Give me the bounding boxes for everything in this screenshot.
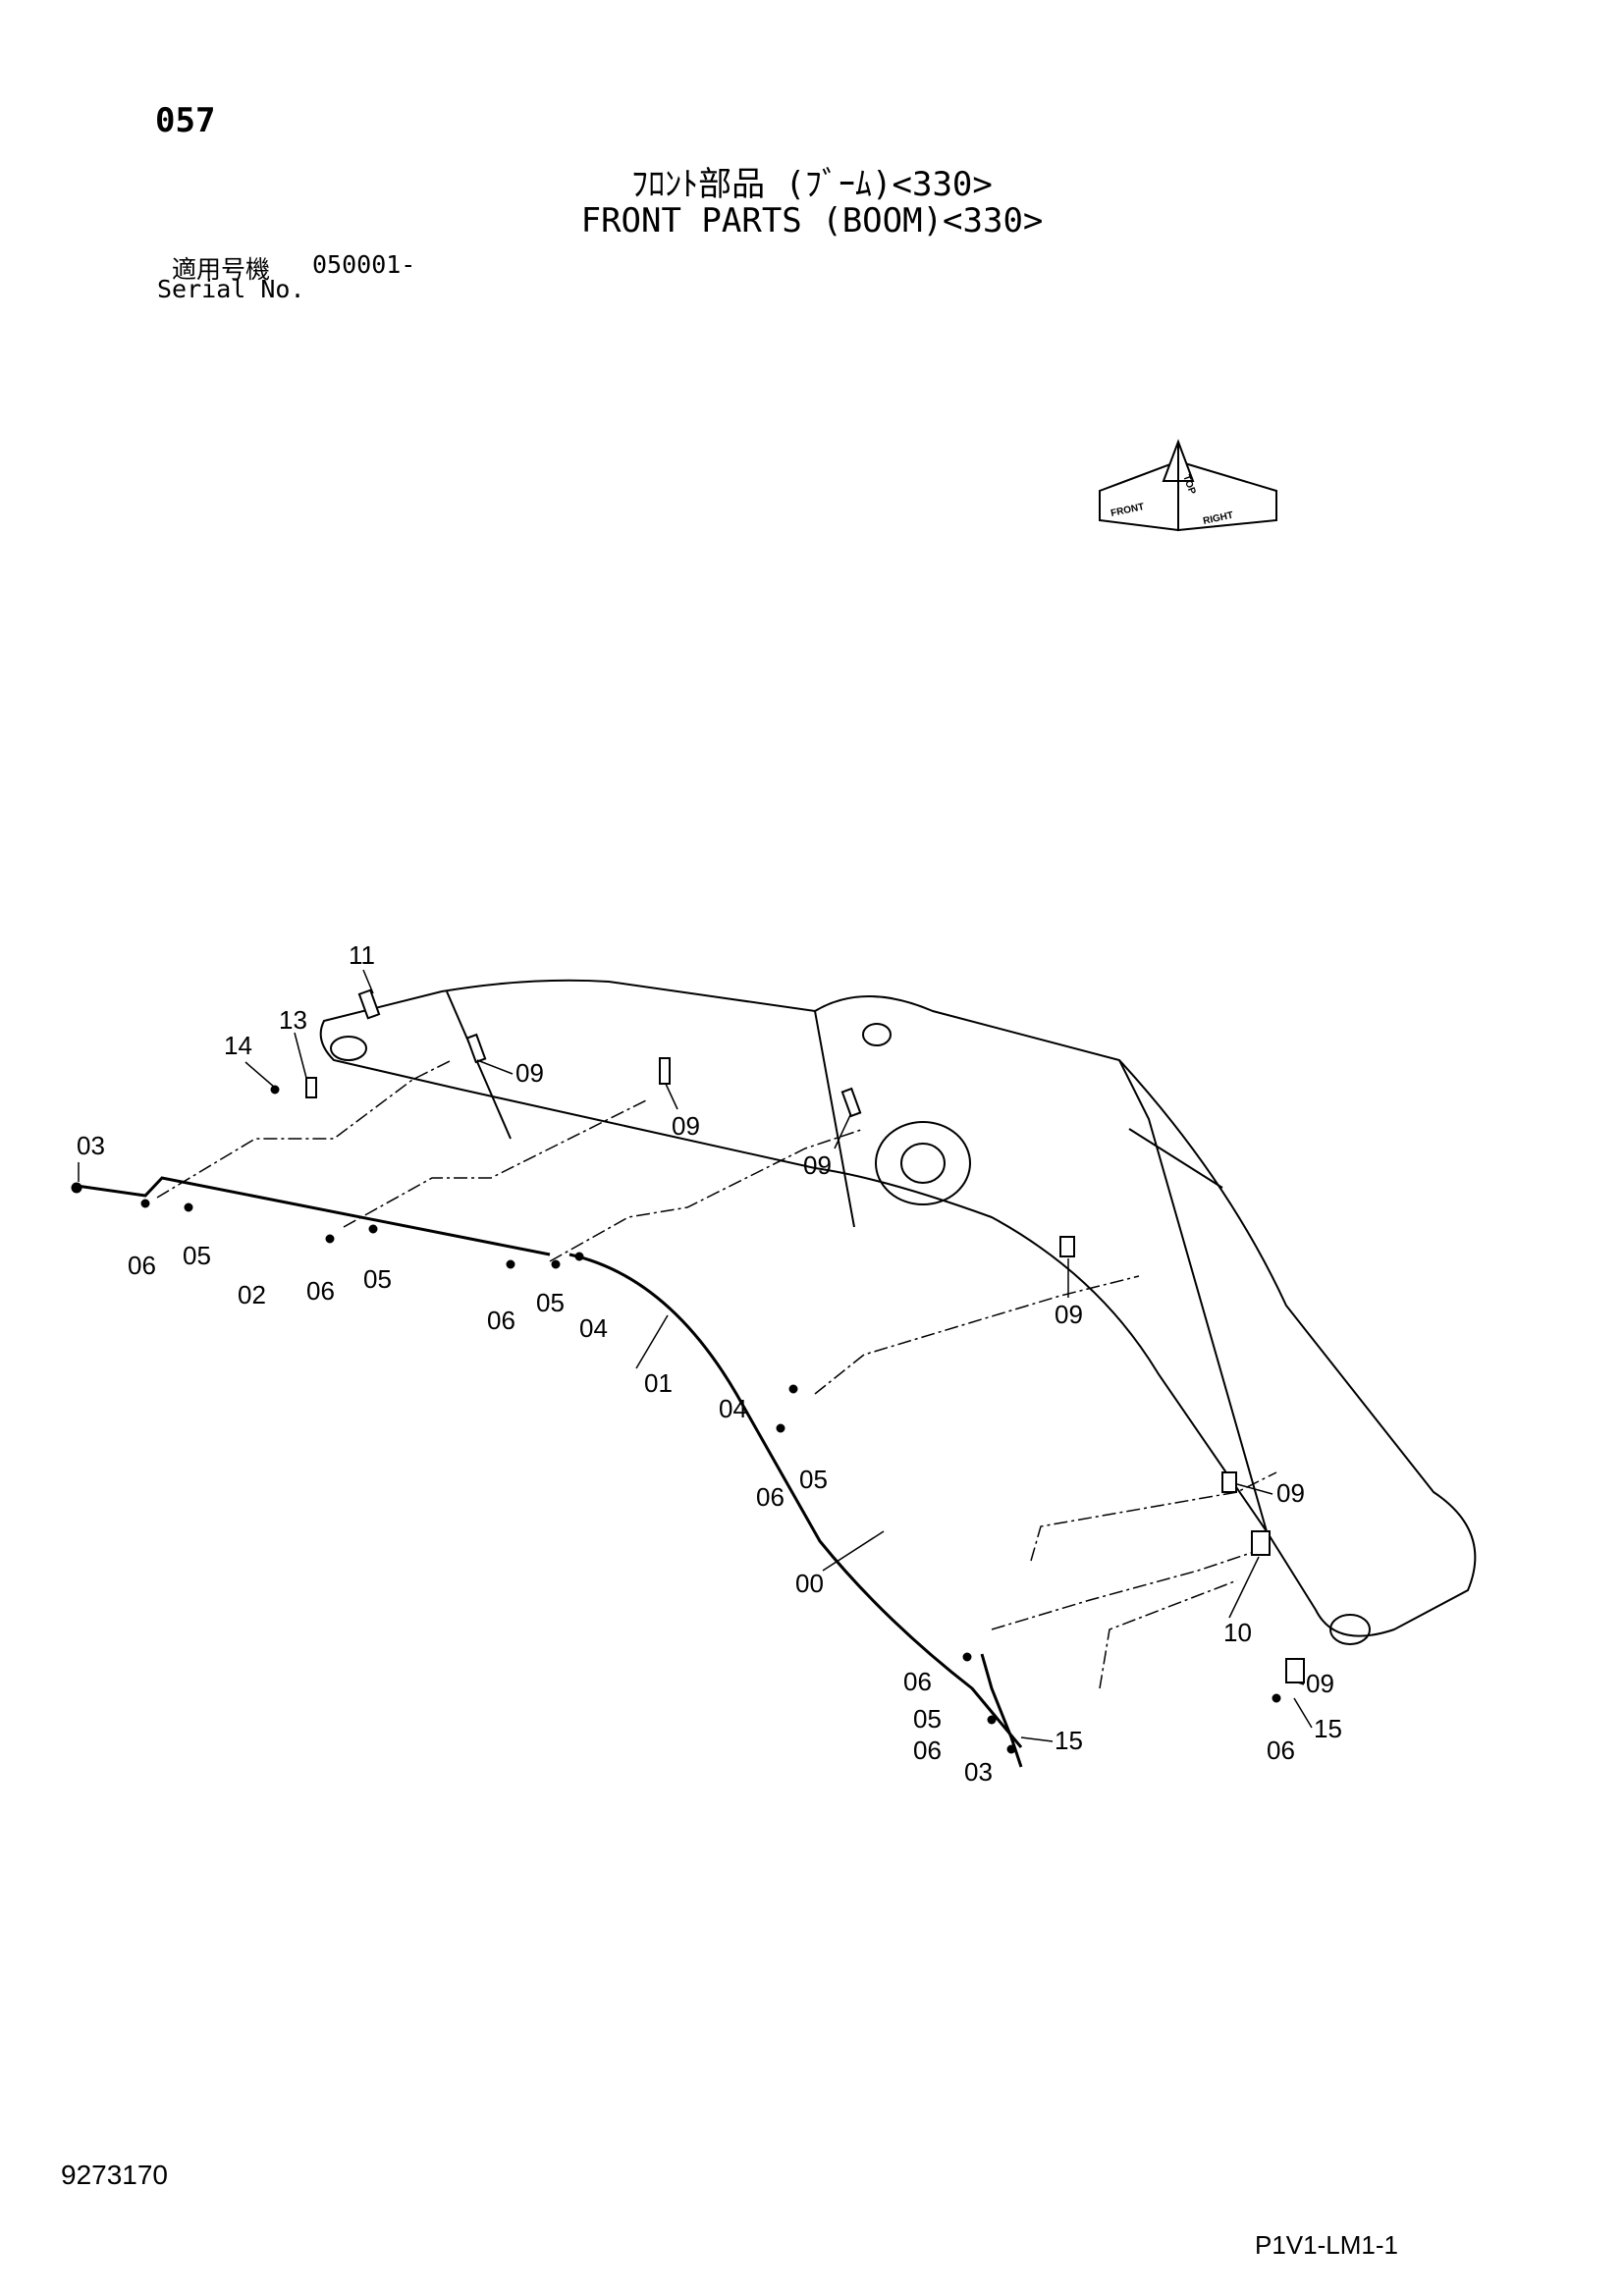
callout-03-b: 03 — [964, 1757, 993, 1787]
callout-05-b: 05 — [363, 1264, 392, 1294]
svg-text:15: 15 — [1314, 1714, 1342, 1743]
svg-text:05: 05 — [183, 1241, 211, 1270]
svg-text:03: 03 — [77, 1131, 105, 1160]
svg-text:14: 14 — [224, 1031, 252, 1060]
orientation-cube-icon: FRONT RIGHT TOP — [1099, 439, 1277, 532]
svg-text:06: 06 — [756, 1482, 785, 1512]
svg-text:04: 04 — [579, 1313, 608, 1343]
callout-14: 14 — [224, 1031, 252, 1060]
callout-09-f: 09 — [1306, 1669, 1334, 1698]
callout-leaders — [78, 969, 1313, 1742]
callout-09-e: 09 — [1276, 1478, 1305, 1508]
svg-text:02: 02 — [238, 1280, 266, 1309]
callout-01: 01 — [644, 1368, 673, 1398]
callout-04-a: 04 — [579, 1313, 608, 1343]
drawing-number: 9273170 — [61, 2160, 169, 2190]
svg-text:13: 13 — [279, 1005, 307, 1035]
callout-06-a: 06 — [128, 1251, 156, 1280]
callout-05-c: 05 — [536, 1288, 565, 1317]
sheet-id: P1V1-LM1-1 — [1255, 2230, 1398, 2260]
callout-02: 02 — [238, 1280, 266, 1309]
serial-label-english: Serial No. — [157, 275, 305, 303]
svg-text:05: 05 — [363, 1264, 392, 1294]
callout-05-a: 05 — [183, 1241, 211, 1270]
svg-text:06: 06 — [1267, 1735, 1295, 1765]
page-title-japanese: ﾌﾛﾝﾄ部品 (ﾌﾞｰﾑ)<330> — [631, 165, 993, 204]
callout-15-b: 15 — [1314, 1714, 1342, 1743]
svg-text:09: 09 — [1055, 1300, 1083, 1329]
pipe-assembly — [76, 1176, 1023, 1768]
svg-text:06: 06 — [903, 1667, 932, 1696]
callout-15-a: 15 — [1055, 1726, 1083, 1755]
svg-text:00: 00 — [795, 1569, 824, 1598]
svg-text:09: 09 — [1276, 1478, 1305, 1508]
callout-06-e: 06 — [903, 1667, 932, 1696]
svg-text:09: 09 — [803, 1150, 832, 1180]
callout-06-f: 06 — [913, 1735, 942, 1765]
svg-text:10: 10 — [1223, 1618, 1252, 1647]
callout-05-e: 05 — [913, 1704, 942, 1734]
boom-outline — [319, 979, 1477, 1645]
callout-09-a: 09 — [515, 1058, 544, 1088]
small-parts — [71, 988, 1305, 1754]
svg-text:06: 06 — [487, 1306, 515, 1335]
callout-10: 10 — [1223, 1618, 1252, 1647]
serial-number-value: 050001- — [312, 250, 416, 279]
svg-text:05: 05 — [799, 1465, 828, 1494]
callout-06-d: 06 — [756, 1482, 785, 1512]
serial-label-japanese: 適用号機 — [172, 255, 271, 284]
page-number: 057 — [155, 101, 216, 140]
svg-text:05: 05 — [536, 1288, 565, 1317]
callout-06-b: 06 — [306, 1276, 335, 1306]
callout-05-d: 05 — [799, 1465, 828, 1494]
callout-11: 11 — [349, 940, 375, 970]
leader-lines — [156, 1059, 1277, 1689]
callout-03-a: 03 — [77, 1131, 105, 1160]
callout-06-c: 06 — [487, 1306, 515, 1335]
svg-text:05: 05 — [913, 1704, 942, 1734]
svg-text:06: 06 — [306, 1276, 335, 1306]
callout-09-b: 09 — [672, 1111, 700, 1141]
callout-13: 13 — [279, 1005, 307, 1035]
callout-09-d: 09 — [1055, 1300, 1083, 1329]
svg-text:11: 11 — [349, 940, 375, 970]
svg-text:09: 09 — [1306, 1669, 1334, 1698]
svg-text:09: 09 — [515, 1058, 544, 1088]
svg-text:06: 06 — [128, 1251, 156, 1280]
svg-text:01: 01 — [644, 1368, 673, 1398]
callout-09-c: 09 — [803, 1150, 832, 1180]
callout-04-b: 04 — [719, 1394, 747, 1423]
callout-00: 00 — [795, 1569, 824, 1598]
svg-text:15: 15 — [1055, 1726, 1083, 1755]
svg-text:06: 06 — [913, 1735, 942, 1765]
svg-text:03: 03 — [964, 1757, 993, 1787]
svg-text:09: 09 — [672, 1111, 700, 1141]
callout-06-g: 06 — [1267, 1735, 1295, 1765]
svg-text:04: 04 — [719, 1394, 747, 1423]
page-title-english: FRONT PARTS (BOOM)<330> — [580, 201, 1044, 240]
